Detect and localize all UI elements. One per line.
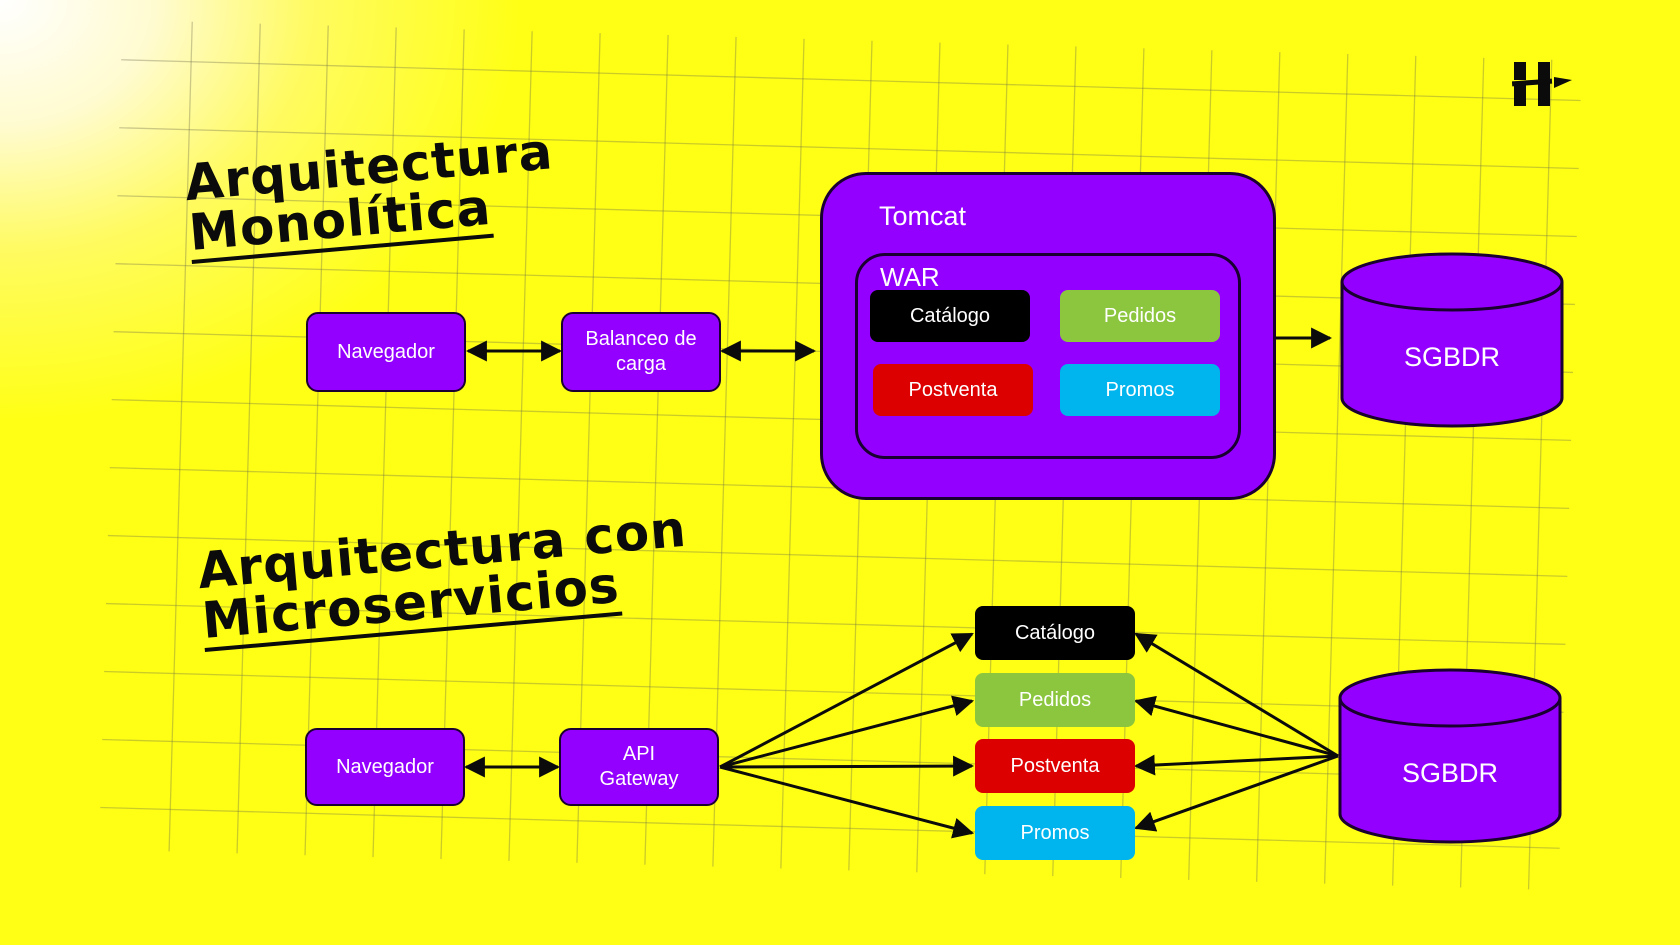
tomcat-label: Tomcat [879, 201, 967, 231]
war-module-orders: Pedidos [1060, 290, 1220, 342]
arrow-db-orders [1133, 695, 1339, 758]
monolith-db-label: SGBDR [1403, 342, 1501, 372]
arrow-db-aftersales [1133, 754, 1339, 776]
micro-database: SGBDR [1338, 668, 1562, 846]
service-aftersales: Postventa [975, 739, 1135, 793]
service-promos: Promos [975, 806, 1135, 860]
war-label: WAR [880, 262, 940, 292]
service-catalog: Catálogo [975, 606, 1135, 660]
database-cylinder-icon [1340, 252, 1564, 428]
micro-db-label: SGBDR [1401, 758, 1499, 788]
war-container: WAR Catálogo Pedidos Postventa Promos [855, 253, 1241, 459]
arrow-gateway-promos [719, 765, 975, 839]
war-module-promos: Promos [1060, 364, 1220, 416]
micro-browser-node: Navegador [305, 728, 465, 806]
arrow-gateway-aftersales [719, 755, 975, 777]
tomcat-container: Tomcat WAR Catálogo Pedidos Postventa Pr… [820, 172, 1276, 500]
arrow-gateway-catalog [719, 632, 974, 769]
monolith-database: SGBDR [1340, 252, 1564, 430]
load-balancer-node: Balanceo de carga [561, 312, 721, 392]
brand-logo-icon [1512, 62, 1572, 106]
monolith-browser-node: Navegador [306, 312, 466, 392]
arrow-gateway-orders [719, 695, 975, 769]
war-module-catalog: Catálogo [870, 290, 1030, 342]
war-module-aftersales: Postventa [873, 364, 1033, 416]
arrow-db-promos [1134, 754, 1339, 832]
service-orders: Pedidos [975, 673, 1135, 727]
database-cylinder-icon [1338, 668, 1562, 844]
api-gateway-node: API Gateway [559, 728, 719, 806]
arrow-db-catalog [1134, 632, 1339, 758]
